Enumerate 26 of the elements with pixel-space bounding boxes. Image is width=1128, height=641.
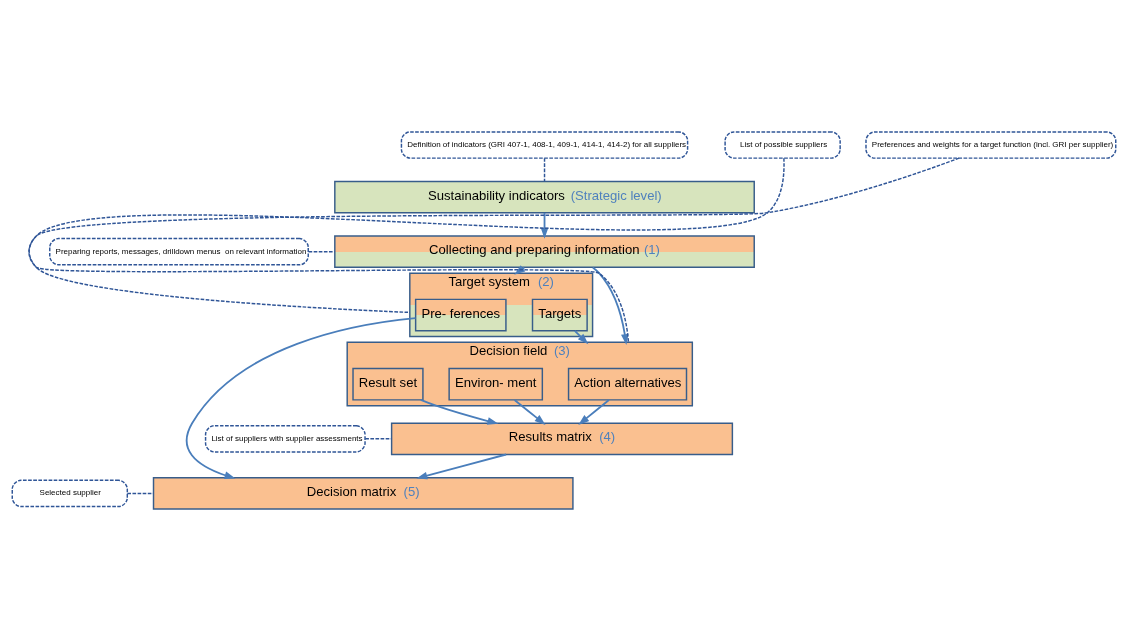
- arrow: [419, 399, 499, 425]
- node-box: Preparing reports, messages, drilldown menus on relevant information: [49, 237, 309, 266]
- node-box: Definition of indicators (GRI 407-1, 408-1, 409-1, 414-1, 414-2) for all suppliers: [400, 131, 689, 159]
- node-box: List of suppliers with supplier assessments: [204, 425, 366, 453]
- connector: [364, 438, 393, 440]
- arrow: [416, 453, 507, 480]
- node-box: Environ- ment: [448, 367, 544, 401]
- node-box: Selected supplier: [11, 479, 129, 508]
- connector: [543, 157, 546, 182]
- connector: [28, 157, 960, 314]
- connector: [307, 250, 336, 253]
- node-box: Action alternatives: [567, 367, 688, 401]
- node-box: Results matrix (4): [390, 422, 734, 456]
- arrow: [185, 317, 417, 479]
- node-box: Targets: [531, 298, 588, 332]
- node-box: Pre- ferences: [414, 298, 507, 332]
- arrow: [578, 399, 610, 425]
- node-box: Decision matrix (5): [152, 477, 574, 510]
- node-box: Result set: [352, 367, 424, 401]
- node-box: Sustainability indicators (Strategic level): [334, 180, 755, 214]
- node-box: Preferences and weights for a target function (incl. GRI per supplier): [865, 131, 1117, 159]
- arrow: [573, 329, 589, 345]
- connector: [28, 157, 785, 344]
- arrow: [513, 399, 546, 425]
- arrow: [591, 266, 629, 346]
- node-box: List of possible suppliers: [724, 131, 841, 159]
